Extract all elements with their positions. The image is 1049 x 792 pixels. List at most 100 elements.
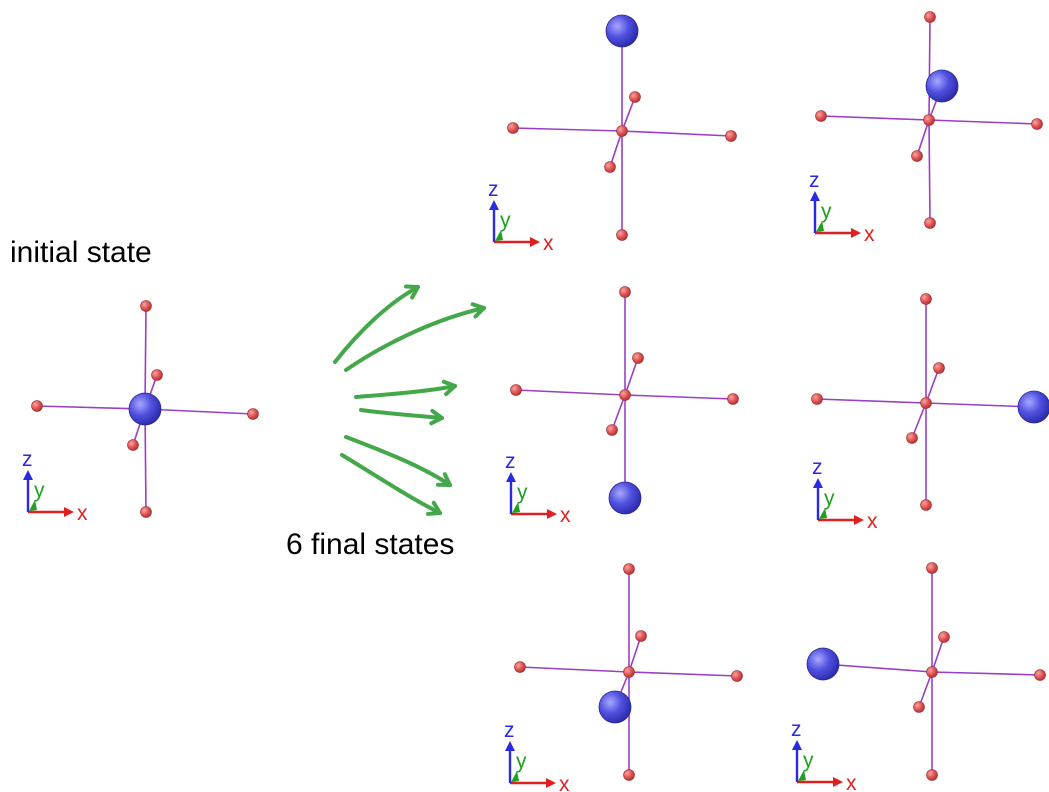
final-1-site-zm (616, 229, 628, 241)
arrow-shaft (340, 453, 442, 515)
final-6-bond-xp (931, 671, 1041, 676)
final-4-bond-xp (925, 402, 1035, 408)
final-1-site-c (616, 125, 628, 137)
final-state-panel-3: xyz (505, 286, 739, 527)
final-6-site-ym (913, 701, 925, 713)
final-2-site-zp (924, 11, 936, 23)
x-axis-arrowhead (546, 778, 556, 788)
final-states-label: 6 final states (286, 528, 454, 561)
y-axis-label: y (517, 481, 528, 504)
z-axis-label: z (22, 448, 33, 471)
x-axis-label: x (864, 223, 875, 246)
final-2-bond-zp (928, 16, 931, 121)
arrow-shaft (344, 306, 486, 372)
final-3-site-yp (632, 352, 644, 364)
z-axis-arrowhead (489, 200, 499, 210)
final-state-panel-4: xyz (811, 293, 1049, 533)
y-axis-label: y (821, 200, 832, 223)
initial-state-label: initial state (10, 236, 152, 269)
final-state-panel-6: x yz (791, 562, 1046, 792)
final-5-site-xp (731, 670, 743, 682)
y-axis-arrowhead (495, 230, 503, 241)
transition-arrow-6 (340, 453, 442, 516)
x-axis-label: x (867, 510, 878, 533)
final-state-panel-5: xyz (504, 563, 743, 792)
final-3-bond-xm (515, 389, 626, 396)
final-4-site-xm (811, 393, 823, 405)
final-state-panel-1: x yz (488, 14, 737, 255)
y-axis-arrowhead (512, 502, 520, 513)
final-3-particle (608, 481, 642, 515)
initial-site-zm (140, 506, 152, 518)
final-4-site-c (920, 397, 932, 409)
y-axis-label: y (516, 750, 527, 773)
final-5-bond-xp (628, 671, 738, 677)
final-1-bond-xm (512, 127, 623, 132)
x-axis-label: x (559, 773, 570, 792)
x-axis-arrowhead (833, 777, 843, 787)
z-axis-label: z (809, 169, 820, 192)
final-5-site-zp (623, 563, 635, 575)
y-axis-arrowhead (816, 221, 824, 232)
final-3-bond-xp (624, 394, 734, 400)
initial-site-yp (151, 369, 163, 381)
arrow-head (470, 302, 486, 319)
y-axis-label: y (824, 487, 835, 510)
arrow-head (441, 379, 457, 397)
y-axis-arrowhead (798, 770, 806, 781)
arrow-shaft (354, 384, 457, 399)
final-1-particle (605, 14, 639, 48)
final-6-axis-triad: x yz (791, 718, 857, 792)
z-axis-arrowhead (506, 472, 516, 482)
y-axis-arrowhead (29, 500, 37, 511)
final-1-site-xm (507, 122, 519, 134)
x-axis-label: x (543, 232, 554, 255)
final-5-bond-yp (628, 635, 642, 673)
arrow-shaft (359, 408, 444, 420)
final-3-bond-yp (624, 357, 639, 396)
final-2-bond-zm (928, 119, 931, 224)
final-1-axis-triad: x yz (488, 178, 554, 255)
x-axis-label: x (846, 772, 857, 792)
final-5-axis-triad: xyz (504, 719, 570, 792)
initial-site-ym (127, 439, 139, 451)
final-2-site-zm (924, 217, 936, 229)
y-axis-arrowhead (819, 508, 827, 519)
final-1-bond-yp (621, 96, 636, 132)
x-axis-arrowhead (64, 507, 74, 517)
arrow-head (436, 472, 452, 487)
final-5-particle (598, 690, 632, 724)
z-axis-arrowhead (792, 740, 802, 750)
y-axis-arrowhead (511, 771, 519, 782)
y-axis-label: y (803, 749, 814, 772)
final-5-site-zm (623, 769, 635, 781)
initial-site-zp (140, 300, 152, 312)
final-2-bond-xp (928, 119, 1038, 125)
final-3-site-ym (606, 424, 618, 436)
final-5-site-c (623, 666, 635, 678)
final-2-bond-xm (820, 115, 930, 121)
z-axis-label: z (488, 178, 499, 201)
x-axis-arrowhead (854, 515, 864, 525)
final-2-site-ym (911, 150, 923, 162)
transition-arrow-2 (344, 302, 486, 372)
final-2-site-c (923, 114, 935, 126)
y-axis-label: y (500, 209, 511, 232)
initial-site-xp (247, 408, 259, 420)
final-6-bond-yp (931, 636, 945, 673)
final-3-axis-triad: xyz (505, 450, 571, 527)
final-3-site-xm (510, 384, 522, 396)
final-2-site-xm (815, 110, 827, 122)
x-axis-arrowhead (851, 228, 861, 238)
final-4-bond-xm (816, 398, 927, 404)
transition-arrow-3 (354, 379, 457, 399)
z-axis-label: z (791, 718, 802, 741)
arrow-shaft (333, 285, 420, 364)
x-axis-arrowhead (530, 237, 540, 247)
final-2-bond-ym (916, 119, 930, 157)
final-6-site-zp (926, 562, 938, 574)
z-axis-arrowhead (810, 191, 820, 201)
z-axis-label: z (505, 450, 516, 473)
initial-axis-triad: xyz (22, 448, 88, 525)
